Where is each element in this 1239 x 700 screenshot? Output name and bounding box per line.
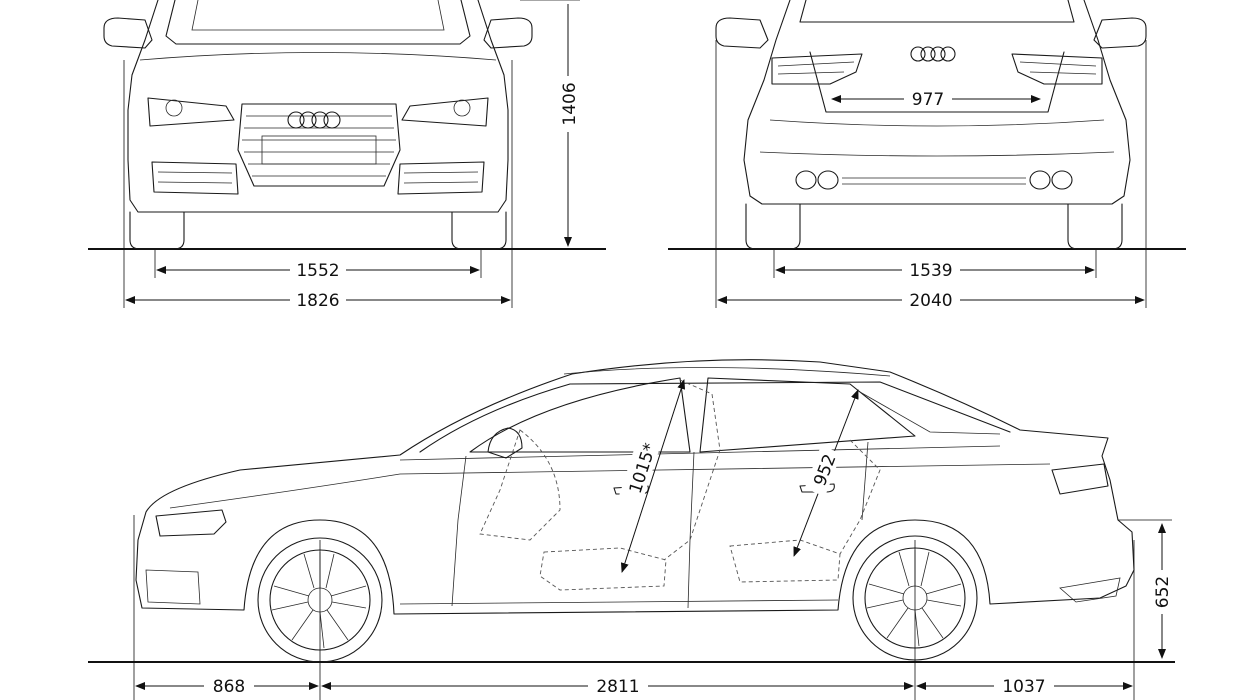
front-left-tire <box>129 211 185 250</box>
rear-view: 977 1539 2040 <box>668 0 1186 311</box>
front-left-mirror <box>103 17 153 49</box>
side-mirror <box>487 427 523 459</box>
rear-left-exhaust <box>795 170 839 190</box>
rear-left-mirror <box>715 17 769 49</box>
rear-left-tire <box>745 203 801 250</box>
front-right-mirror <box>483 17 533 49</box>
front-grille <box>237 103 401 187</box>
rear-right-mirror <box>1093 17 1147 49</box>
rear-track-label: 1539 <box>909 261 952 281</box>
front-width-label: 1826 <box>296 291 339 311</box>
trunk-opening-label: 977 <box>912 90 944 110</box>
rear-right-exhaust <box>1029 170 1073 190</box>
rear-headroom-label: 952 <box>810 451 840 488</box>
rear-width-label: 2040 <box>909 291 952 311</box>
rear-right-taillight <box>1011 53 1103 85</box>
four-rings-logo-rear <box>910 46 956 62</box>
front-left-headlight <box>147 97 235 127</box>
front-left-fog-light <box>151 161 239 195</box>
wheelbase-label: 2811 <box>596 677 639 697</box>
front-right-fog-light <box>397 161 485 195</box>
front-track-label: 1552 <box>296 261 339 281</box>
side-view: 1015* 952 652 868 2811 1037 <box>88 359 1175 700</box>
trunk-sill-height-label: 652 <box>1153 576 1173 608</box>
four-rings-logo-front <box>287 111 341 129</box>
side-taillight <box>1051 463 1109 495</box>
rear-side-window <box>699 377 916 453</box>
front-overhang-label: 868 <box>213 677 245 697</box>
front-side-window <box>469 377 691 453</box>
front-right-headlight <box>401 97 489 127</box>
front-right-tire <box>451 211 507 250</box>
front-headroom-dimension-line <box>620 379 686 573</box>
height-label: 1406 <box>560 82 580 125</box>
rear-left-taillight <box>771 53 863 85</box>
rear-overhang-label: 1037 <box>1002 677 1045 697</box>
side-body-outline <box>135 359 1135 615</box>
rear-right-tire <box>1067 203 1123 250</box>
front-view: 1406 1552 1826 <box>88 0 606 311</box>
side-headlight <box>155 509 227 537</box>
